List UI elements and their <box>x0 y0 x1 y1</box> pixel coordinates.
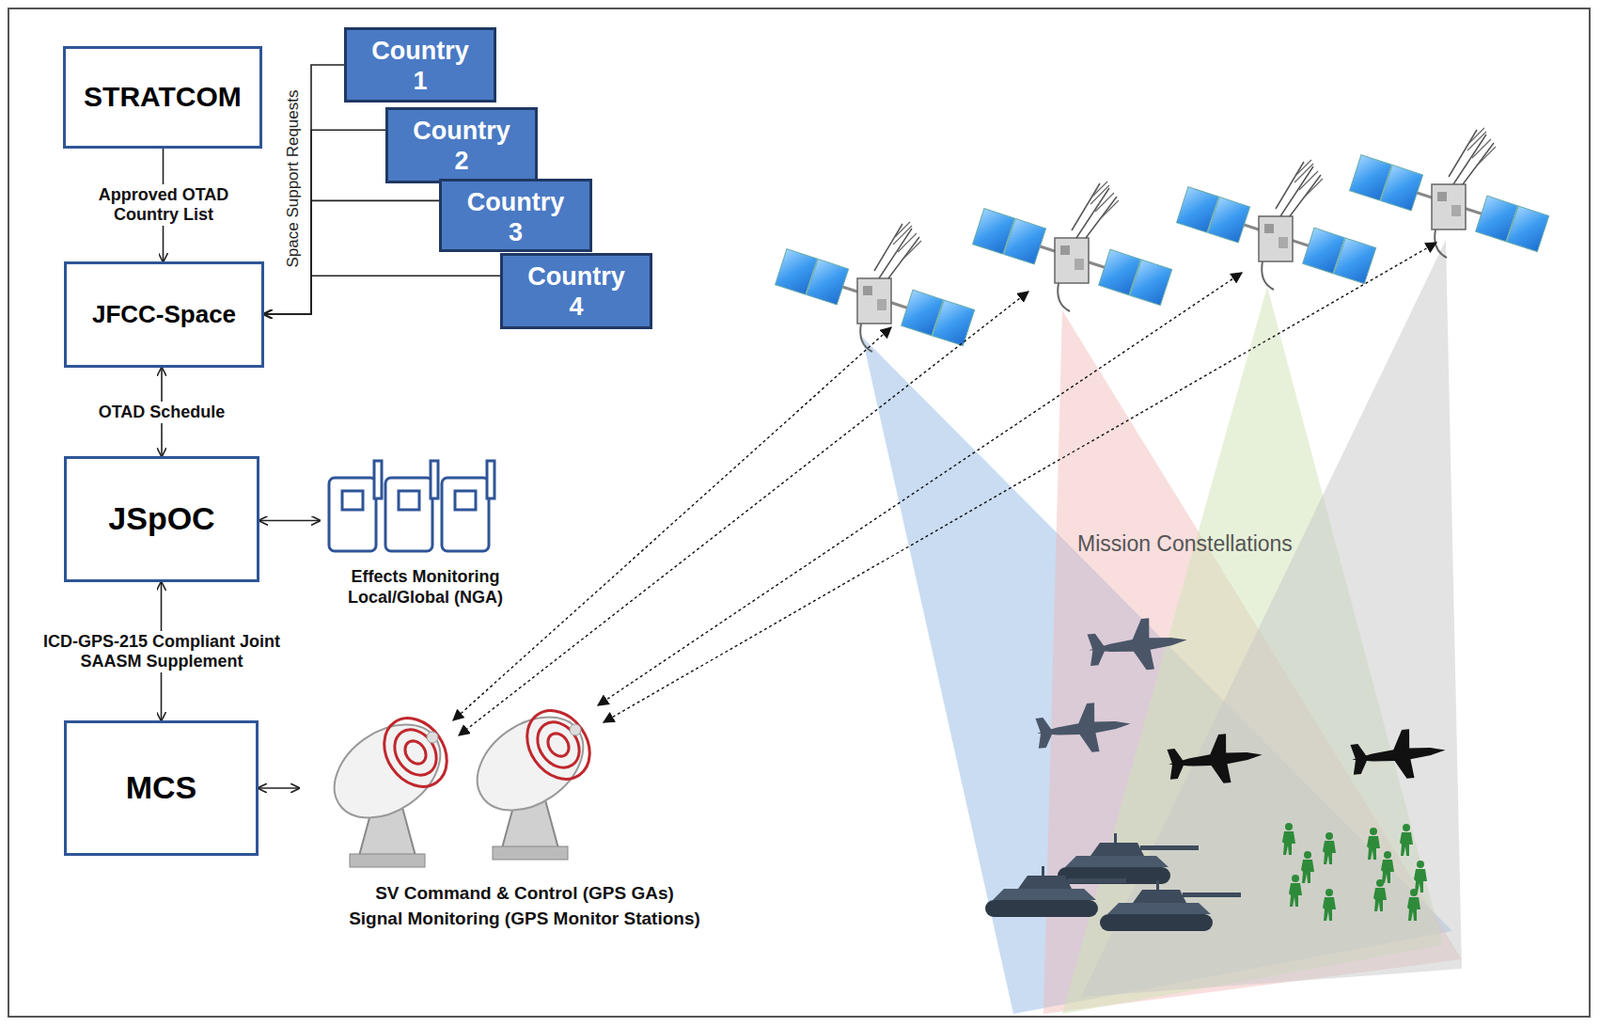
node-text: JFCC-Space <box>92 300 236 330</box>
edge-label: Approved OTAD Country List <box>71 184 256 226</box>
effects-monitoring: Effects Monitoring Local/Global (NGA) <box>319 458 532 610</box>
node-text: STRATCOM <box>83 80 242 114</box>
country-box: Country 4 <box>500 252 653 330</box>
operations-box: JSpOC <box>63 455 260 582</box>
bracket-label: Space Support Requests <box>283 89 303 267</box>
connector <box>264 275 501 314</box>
region-label: Mission Constellations <box>1077 531 1293 557</box>
node-text: JSpOC <box>108 500 215 537</box>
connector <box>258 786 299 789</box>
country-box: Country 1 <box>344 27 497 103</box>
command-box: JFCC-Space <box>63 261 265 368</box>
country-box: Country 3 <box>439 178 593 252</box>
connector <box>264 64 345 314</box>
node-text: Country 1 <box>346 35 494 96</box>
edge-label: OTAD Schedule <box>69 401 254 424</box>
ground-antennas: SV Command & Control (GPS GAs)Signal Mon… <box>298 706 751 935</box>
radio-icon <box>319 458 522 610</box>
command-box: STRATCOM <box>62 46 263 149</box>
control-box: MCS <box>63 720 259 856</box>
node-text: SV Command & Control (GPS GAs) <box>298 879 751 906</box>
connector <box>264 129 386 314</box>
country-box: Country 2 <box>385 107 538 184</box>
node-text: Country 3 <box>441 187 590 248</box>
node-text: Country 2 <box>388 115 535 176</box>
edge-label: ICD-GPS-215 Compliant Joint SAASM Supple… <box>22 630 301 673</box>
node-text: Effects Monitoring Local/Global (NGA) <box>319 565 532 608</box>
node-text: Country 4 <box>502 261 650 322</box>
connector <box>259 519 320 522</box>
node-text: MCS <box>125 768 198 806</box>
node-text: Signal Monitoring (GPS Monitor Stations) <box>298 905 751 931</box>
